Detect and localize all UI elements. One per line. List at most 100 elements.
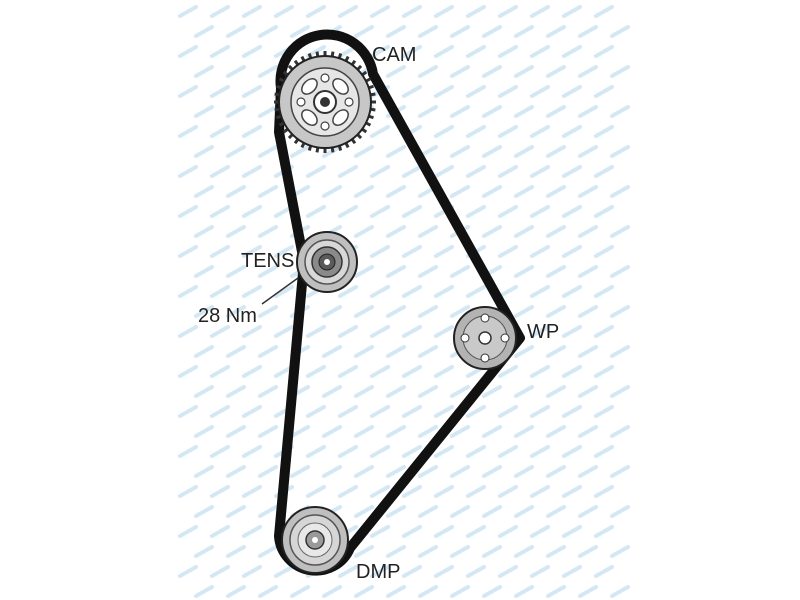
watermark-mark	[514, 105, 534, 118]
watermark-mark	[258, 545, 278, 558]
sprocket-window	[301, 109, 318, 126]
watermark-mark	[354, 305, 374, 318]
watermark-mark	[418, 465, 438, 478]
watermark-mark	[226, 25, 246, 38]
watermark-mark	[530, 85, 550, 98]
watermark-mark	[450, 25, 470, 38]
watermark-mark	[434, 445, 454, 458]
watermark-mark	[210, 245, 230, 258]
watermark-mark	[610, 25, 630, 38]
watermark-mark	[226, 185, 246, 198]
watermark-mark	[178, 365, 198, 378]
watermark-mark	[562, 365, 582, 378]
watermark-mark	[306, 405, 326, 418]
watermark-mark	[226, 345, 246, 358]
watermark-mark	[450, 265, 470, 278]
watermark-mark	[530, 525, 550, 538]
watermark-mark	[210, 125, 230, 138]
watermark-mark	[242, 565, 262, 578]
watermark-mark	[498, 45, 518, 58]
watermark-mark	[546, 145, 566, 158]
watermark-mark	[386, 505, 406, 518]
watermark-mark	[466, 405, 486, 418]
watermark-mark	[386, 545, 406, 558]
watermark-mark	[242, 525, 262, 538]
watermark-mark	[290, 465, 310, 478]
watermark-mark	[498, 205, 518, 218]
watermark-mark	[466, 565, 486, 578]
watermark-mark	[178, 205, 198, 218]
watermark-mark	[210, 5, 230, 18]
watermark-mark	[354, 545, 374, 558]
watermark-mark	[610, 465, 630, 478]
watermark-mark	[594, 245, 614, 258]
watermark-mark	[322, 585, 342, 598]
watermark-mark	[338, 325, 358, 338]
watermark-mark	[354, 265, 374, 278]
sprocket-hole	[320, 121, 330, 131]
watermark-mark	[226, 505, 246, 518]
watermark-mark	[562, 485, 582, 498]
watermark-mark	[610, 225, 630, 238]
watermark-mark	[370, 525, 390, 538]
watermark-mark	[242, 445, 262, 458]
watermark-mark	[530, 5, 550, 18]
watermark-mark	[466, 205, 486, 218]
watermark-mark	[434, 45, 454, 58]
watermark-mark	[578, 265, 598, 278]
watermark-mark	[354, 425, 374, 438]
watermark-mark	[418, 265, 438, 278]
watermark-mark	[194, 465, 214, 478]
watermark-mark	[274, 565, 294, 578]
sprocket-window	[332, 109, 349, 126]
watermark-mark	[594, 365, 614, 378]
watermark-mark	[258, 225, 278, 238]
watermark-mark	[210, 405, 230, 418]
watermark-mark	[306, 445, 326, 458]
watermark-mark	[482, 585, 502, 598]
watermark-mark	[386, 305, 406, 318]
watermark-mark	[450, 465, 470, 478]
watermark-mark	[610, 265, 630, 278]
watermark-mark	[450, 65, 470, 78]
watermark-mark	[434, 85, 454, 98]
watermark-mark	[514, 465, 534, 478]
watermark-mark	[498, 365, 518, 378]
watermark-mark	[546, 585, 566, 598]
watermark-mark	[226, 265, 246, 278]
watermark-mark	[498, 485, 518, 498]
watermark-mark	[450, 545, 470, 558]
watermark-mark	[338, 5, 358, 18]
watermark-mark	[562, 205, 582, 218]
watermark-mark	[530, 565, 550, 578]
watermark-mark	[450, 425, 470, 438]
watermark-mark	[370, 485, 390, 498]
watermark-mark	[546, 25, 566, 38]
watermark-mark	[578, 145, 598, 158]
watermark-mark	[546, 545, 566, 558]
watermark-mark	[386, 465, 406, 478]
watermark-mark	[258, 25, 278, 38]
watermark-mark	[226, 545, 246, 558]
watermark-mark	[210, 165, 230, 178]
watermark-mark	[338, 565, 358, 578]
watermark-mark	[482, 225, 502, 238]
watermark-mark	[498, 245, 518, 258]
watermark-mark	[482, 385, 502, 398]
watermark-mark	[578, 305, 598, 318]
watermark-mark	[466, 525, 486, 538]
watermark-mark	[434, 325, 454, 338]
watermark-mark	[322, 385, 342, 398]
watermark-mark	[210, 485, 230, 498]
watermark-mark	[562, 5, 582, 18]
watermark-mark	[386, 25, 406, 38]
watermark-mark	[338, 165, 358, 178]
watermark-mark	[466, 85, 486, 98]
watermark-mark	[578, 545, 598, 558]
watermark-mark	[354, 585, 374, 598]
watermark-mark	[450, 505, 470, 518]
watermark-mark	[482, 465, 502, 478]
watermark-mark	[418, 505, 438, 518]
watermark-mark	[434, 405, 454, 418]
watermark-mark	[306, 485, 326, 498]
